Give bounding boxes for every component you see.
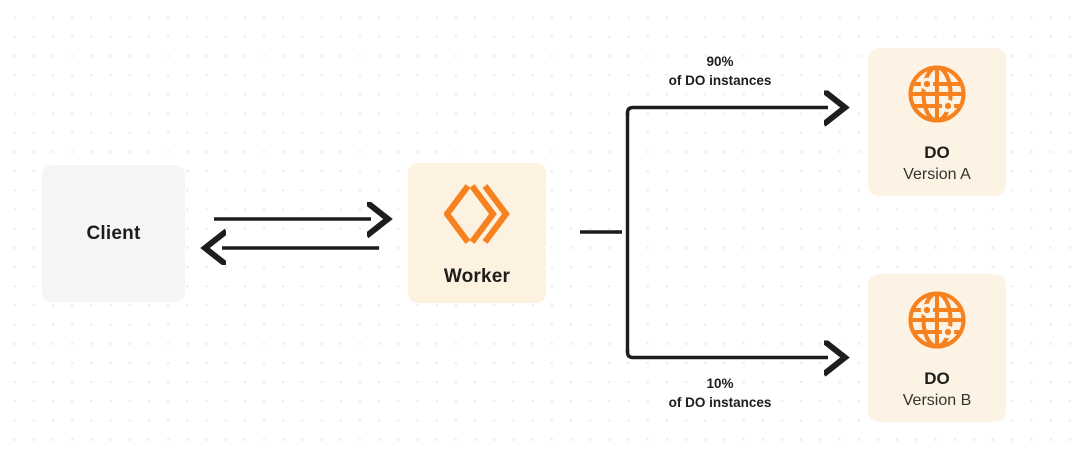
node-client[interactable]: Client: [42, 165, 185, 302]
branch-bus: [580, 113, 630, 352]
edge-label-do-b: 10% of DO instances: [610, 374, 830, 412]
node-client-label: Client: [86, 222, 141, 244]
node-do-b-sublabel: Version B: [902, 392, 972, 410]
node-worker[interactable]: Worker: [408, 163, 546, 303]
node-do-a-sublabel: Version A: [903, 166, 971, 184]
node-worker-label: Worker: [443, 265, 511, 287]
cloudflare-workers-icon: [443, 183, 510, 250]
globe-icon: [905, 288, 969, 357]
node-do-b-label: DO: [924, 369, 950, 388]
edge-label-do-b-description: of DO instances: [668, 395, 772, 411]
edge-label-do-b-percent: 10%: [706, 376, 734, 391]
node-do-version-b[interactable]: DO Version B: [868, 274, 1006, 422]
node-do-a-label: DO: [924, 143, 950, 162]
edge-label-do-a-description: of DO instances: [668, 73, 772, 89]
edge-label-do-a-percent: 90%: [706, 54, 734, 69]
node-do-version-a[interactable]: DO Version A: [868, 48, 1006, 196]
arrow-worker-to-do-a: [625, 108, 829, 117]
arrow-worker-to-do-b: [625, 349, 829, 358]
globe-icon: [905, 62, 969, 131]
edge-label-do-a: 90% of DO instances: [610, 52, 830, 90]
